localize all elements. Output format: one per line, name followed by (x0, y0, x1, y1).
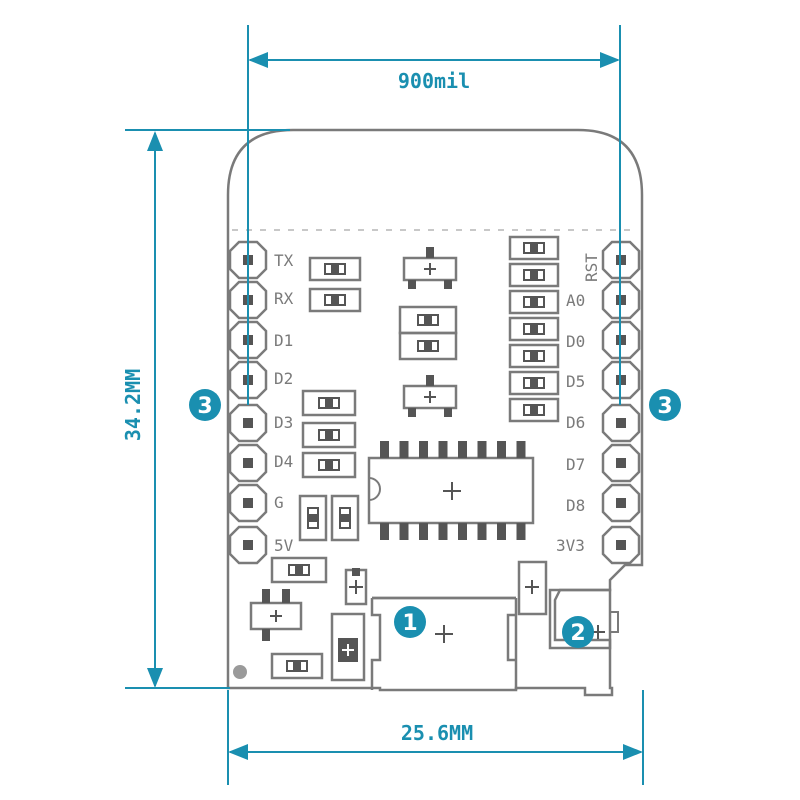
svg-text:2: 2 (570, 621, 585, 646)
left-header-pin (228, 403, 268, 443)
capacitor (344, 568, 368, 606)
reset-button (548, 588, 619, 650)
pin-label-d2: D2 (274, 369, 293, 388)
callout-right-header: 3 (649, 389, 681, 421)
pin-label-d3: D3 (274, 413, 293, 432)
smd-component (301, 421, 357, 449)
smd-component (508, 343, 560, 369)
ic-pin (399, 523, 409, 540)
transistor-q2 (402, 375, 458, 417)
ic-pin (438, 441, 448, 458)
smd-component (508, 397, 560, 423)
dimension-bottom: 25.6MM (227, 690, 644, 785)
smd-component (398, 305, 458, 335)
dimension-label-bottom: 25.6MM (401, 721, 473, 745)
ic-pin (399, 441, 409, 458)
dimension-top: 900mil (247, 25, 621, 405)
ic-pin (458, 523, 467, 540)
left-header-pin (228, 443, 268, 483)
ic-pin (477, 441, 487, 458)
ic-pin (419, 441, 428, 458)
pin-label-d7: D7 (566, 455, 585, 474)
smd-component (308, 287, 362, 313)
ic-pin (497, 523, 506, 540)
smd-component (270, 652, 324, 680)
mounting-hole (233, 665, 247, 679)
pin-label-rx: RX (274, 289, 294, 308)
svg-text:3: 3 (657, 394, 672, 419)
smd-component (508, 235, 560, 261)
right-header-pin (601, 525, 641, 565)
capacitor (330, 612, 366, 682)
smd-component (508, 289, 560, 315)
ic-pin (380, 441, 389, 458)
smd-component (398, 331, 458, 361)
dimension-height: 34.2MM (121, 129, 290, 689)
pin-label-rst: RST (582, 253, 601, 282)
pin-label-d1: D1 (274, 331, 293, 350)
smd-component (270, 556, 328, 584)
pin-label-3v3: 3V3 (556, 536, 585, 555)
ic-pin (380, 523, 389, 540)
smd-component (508, 316, 560, 342)
pin-label-d6: D6 (566, 413, 585, 432)
transistor-q1 (402, 247, 458, 289)
smd-component (508, 370, 560, 396)
passive-components (270, 235, 560, 682)
callout-usb-connector: 1 (394, 606, 426, 638)
ic-pin (458, 441, 467, 458)
right-header-pin (601, 483, 641, 523)
pin-label-tx: TX (274, 251, 294, 270)
smd-component (308, 256, 362, 282)
capacitor (517, 560, 548, 616)
svg-text:1: 1 (402, 611, 417, 636)
smd-component (301, 451, 357, 479)
pin-label-d5: D5 (566, 372, 585, 391)
dimension-label-top: 900mil (398, 69, 470, 93)
ic-pin (497, 441, 506, 458)
board-outline (226, 128, 644, 697)
right-header-pin (601, 443, 641, 483)
pin-label-a0: A0 (566, 291, 585, 310)
right-pin-header (601, 240, 641, 565)
ic-pin (419, 523, 428, 540)
pin-label-d0: D0 (566, 332, 585, 351)
usb-serial-ic (367, 441, 535, 540)
callout-left-header: 3 (189, 389, 221, 421)
pin-label-g: G (274, 493, 284, 512)
svg-text:3: 3 (197, 394, 212, 419)
right-header-pin (601, 403, 641, 443)
left-header-pin (228, 483, 268, 523)
smd-component (301, 389, 357, 417)
regulator-u2 (249, 589, 303, 641)
smd-component (298, 494, 328, 542)
ic-pin (477, 523, 487, 540)
ic-pin (438, 523, 448, 540)
smd-component (508, 262, 560, 288)
micro-usb-connector (370, 596, 518, 690)
callout-reset-button: 2 (562, 616, 594, 648)
pin-label-d8: D8 (566, 496, 585, 515)
pin-label-5v: 5V (274, 536, 294, 555)
ic-pin (516, 523, 526, 540)
left-header-pin (228, 525, 268, 565)
ic-pin (516, 441, 526, 458)
dimension-label-height: 34.2MM (121, 369, 145, 441)
smd-component (330, 494, 360, 542)
pin-label-d4: D4 (274, 452, 293, 471)
